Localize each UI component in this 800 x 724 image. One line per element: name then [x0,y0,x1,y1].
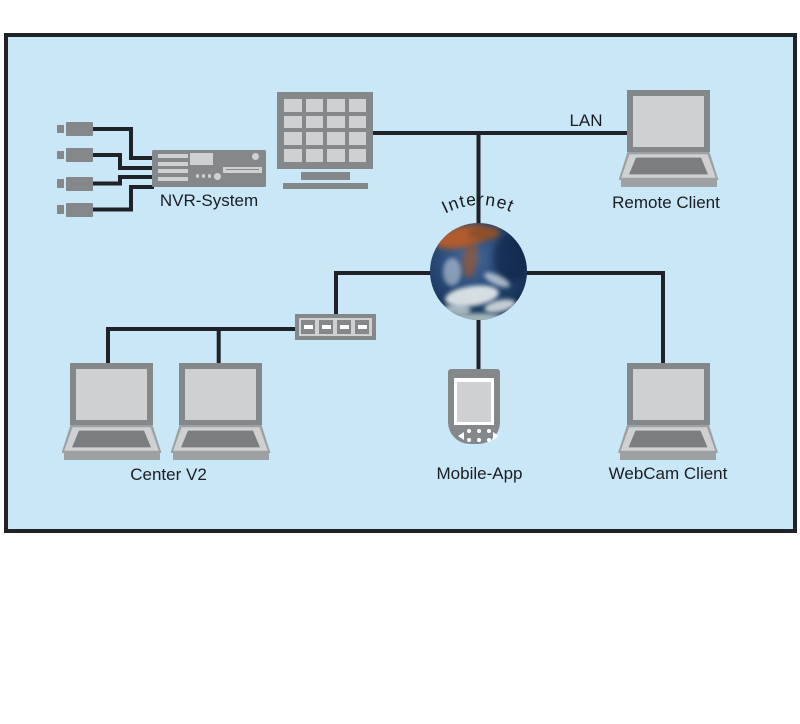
laptop-screen [179,363,262,425]
camera-lens [57,150,64,160]
internet-globe-icon [430,223,527,320]
laptop-base [620,180,717,187]
nvr-vent [158,154,188,158]
laptop-screen [70,363,153,425]
pda-button [486,437,491,442]
nvr-disc-slot [223,166,262,173]
camera-icon [57,122,93,136]
monitor-grid [277,92,373,169]
ethernet-switch-icon [295,314,376,340]
nvr-device-icon [152,150,266,187]
remote-client-laptop-icon [618,90,719,187]
pda-right-arrow-button [492,431,499,440]
nvr-label: NVR-System [159,190,259,210]
laptop-keyboard [72,430,151,448]
mobile-app-label: Mobile-App [436,463,523,483]
camera-body [65,148,93,162]
camera-icon [57,148,93,162]
nvr-button [195,174,200,178]
nvr-knob [214,173,221,180]
laptop-keyboard [181,430,260,448]
laptop-keyboard [629,157,708,175]
nvr-button [201,174,206,178]
webcam-client-label: WebCam Client [608,463,728,483]
switch-port [301,320,315,334]
nvr-vent [158,176,188,181]
camera-icon [57,176,93,191]
webcam-client-laptop-icon [618,363,718,460]
camera-body [65,122,93,136]
pda-screen [453,378,494,425]
camera-body [65,202,93,217]
nvr-power-led [251,153,259,161]
laptop-base [172,453,269,460]
center-v2-laptop-2-icon [170,363,271,460]
camera-icon [57,202,93,217]
camera-body [65,176,93,191]
pda-left-arrow-button [458,431,464,440]
camera-lens [57,179,64,188]
camera-lens [57,124,64,134]
switch-port [319,320,334,334]
nvr-display [190,153,213,165]
laptop-screen [626,363,710,425]
center-v2-laptop-1-icon [61,363,162,460]
lan-label: LAN [569,111,603,130]
laptop-base [620,453,716,460]
laptop-base [63,453,160,460]
nvr-button [207,174,212,178]
laptop-screen [627,90,710,152]
monitor-base [283,183,368,189]
nvr-vent [158,169,188,173]
pda-button [476,437,481,442]
pda-button [466,428,471,433]
pda-button [466,437,471,442]
pda-button [476,428,481,433]
nvr-vent [158,161,188,166]
switch-port [337,320,352,334]
remote-client-label: Remote Client [612,193,720,212]
center-v2-label: Center V2 [130,464,207,484]
laptop-keyboard [628,430,708,448]
pda-button [486,428,491,433]
monitor-wall-icon [277,92,373,189]
mobile-app-device-icon [447,369,500,444]
monitor-stand [301,171,350,180]
camera-lens [57,205,64,214]
switch-port [355,320,370,334]
